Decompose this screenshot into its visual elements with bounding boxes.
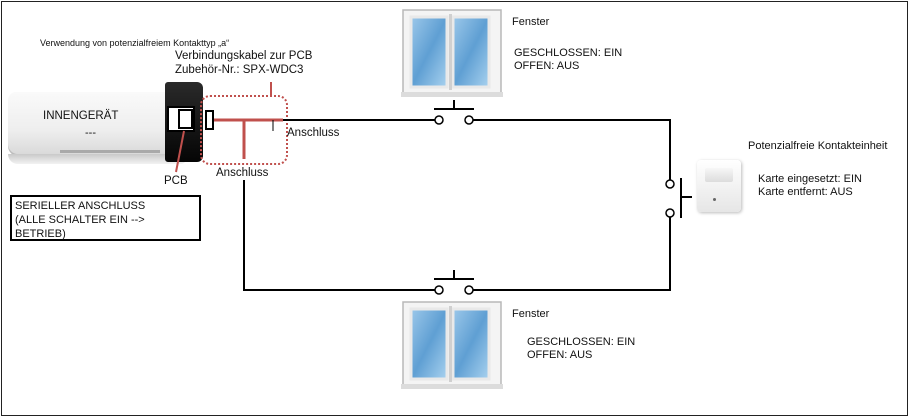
contact-unit-inserted-state: Karte eingesetzt: EIN [758,173,862,185]
window-top-closed-state: GESCHLOSSEN: EIN [514,47,623,59]
serial-note-line3: BETRIEB) [15,228,66,240]
connection-label-bottom: Anschluss [216,167,269,179]
serial-connection-note: SERIELLER ANSCHLUSS (ALLE SCHALTER EIN -… [10,195,201,241]
switch-top-contact-left [434,115,444,125]
window-bottom-name: Fenster [512,308,550,320]
switch-right-contact-top [665,179,675,189]
contact-unit-icon [697,160,741,212]
contact-unit-name: Potenzialfreie Kontakteinheit [748,140,888,152]
window-bottom-open-state: OFFEN: AUS [527,349,593,361]
window-bottom-closed-state: GESCHLOSSEN: EIN [527,336,636,348]
cable-label-line1: Verbindungskabel zur PCB [175,50,313,62]
serial-note-line2: (ALLE SCHALTER EIN --> [15,214,145,226]
indoor-unit-vent [60,150,160,153]
switch-bottom-contact-left [434,285,444,295]
switch-right-contact-bottom [665,208,675,218]
wire-top-right [473,119,671,180]
connection-label-right: Anschluss [287,127,340,139]
wire-bottom-right [473,217,671,291]
diagram-title: Verwendung von potenzialfreiem Kontaktty… [40,38,230,48]
window-top-open-state: OFFEN: AUS [514,60,580,72]
pcb-pointer [175,130,185,173]
contact-unit-removed-state: Karte entfernt: AUS [758,186,853,198]
window-bottom-icon [401,301,503,389]
pcb-connector-icon [167,106,195,132]
cable-highlight-box [200,95,288,165]
window-top-icon [401,9,503,97]
switch-top-contact-right [464,115,474,125]
switch-bottom-contact-right [464,285,474,295]
cable-label-line2: Zubehör-Nr.: SPX-WDC3 [175,64,304,76]
indoor-unit-base [8,154,186,164]
indoor-unit-dash: --- [85,127,96,139]
pcb-label: PCB [164,175,188,187]
wire-bottom-left [243,180,435,291]
cable-plug-icon [205,110,214,130]
window-top-name: Fenster [512,16,550,28]
indoor-unit-label: INNENGERÄT [43,110,119,122]
serial-note-line1: SERIELLER ANSCHLUSS [15,200,146,212]
